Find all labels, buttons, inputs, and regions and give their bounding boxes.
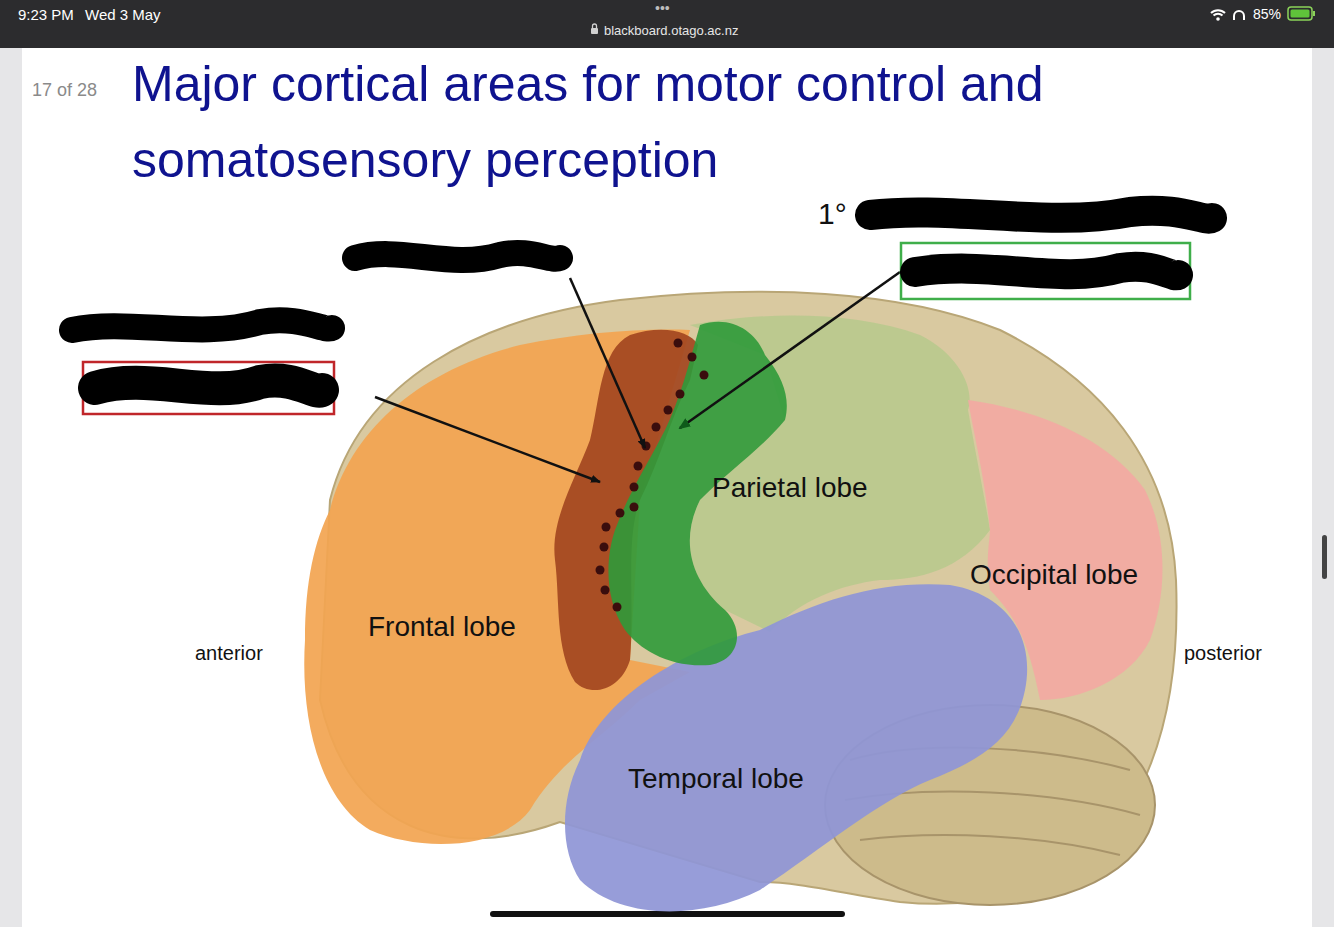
page-counter: 17 of 28 [32, 80, 97, 101]
multitask-dots: ••• [655, 0, 670, 16]
leader-arrow [375, 397, 600, 482]
central-sulcus-dots [596, 339, 709, 612]
status-time: 9:23 PM [18, 6, 74, 23]
status-bar [0, 0, 1334, 48]
lobe-label: Occipital lobe [970, 559, 1138, 591]
lobe-label: Frontal lobe [368, 611, 516, 643]
battery-icon [1291, 10, 1310, 18]
wifi-icon [1216, 17, 1220, 21]
leader-arrow [680, 272, 900, 428]
redaction-scribble [72, 211, 1212, 391]
answer-box [83, 362, 334, 414]
lock-icon [591, 28, 598, 34]
answer-box [901, 243, 1190, 299]
lobe-label: Temporal lobe [628, 763, 804, 795]
lock-icon [593, 24, 597, 28]
primary-somatosensory-cortex [608, 322, 786, 665]
lobe-label: Parietal lobe [712, 472, 868, 504]
url-text: blackboard.otago.ac.nz [604, 24, 738, 39]
wifi-icon [1211, 10, 1225, 15]
headphones-icon [1234, 11, 1244, 20]
slide-title: Major cortical areas for motor control a… [132, 46, 1282, 198]
direction-label: anterior [195, 642, 263, 665]
direction-label: posterior [1184, 642, 1262, 665]
battery-percent: 85% [1253, 6, 1281, 22]
scroll-indicator [1322, 535, 1327, 579]
battery-icon [1288, 7, 1312, 20]
callout-label: 1° [818, 197, 847, 232]
status-date: Wed 3 May [85, 6, 161, 23]
home-indicator [490, 911, 845, 917]
battery-icon [1313, 11, 1315, 16]
leader-arrow [570, 278, 645, 448]
